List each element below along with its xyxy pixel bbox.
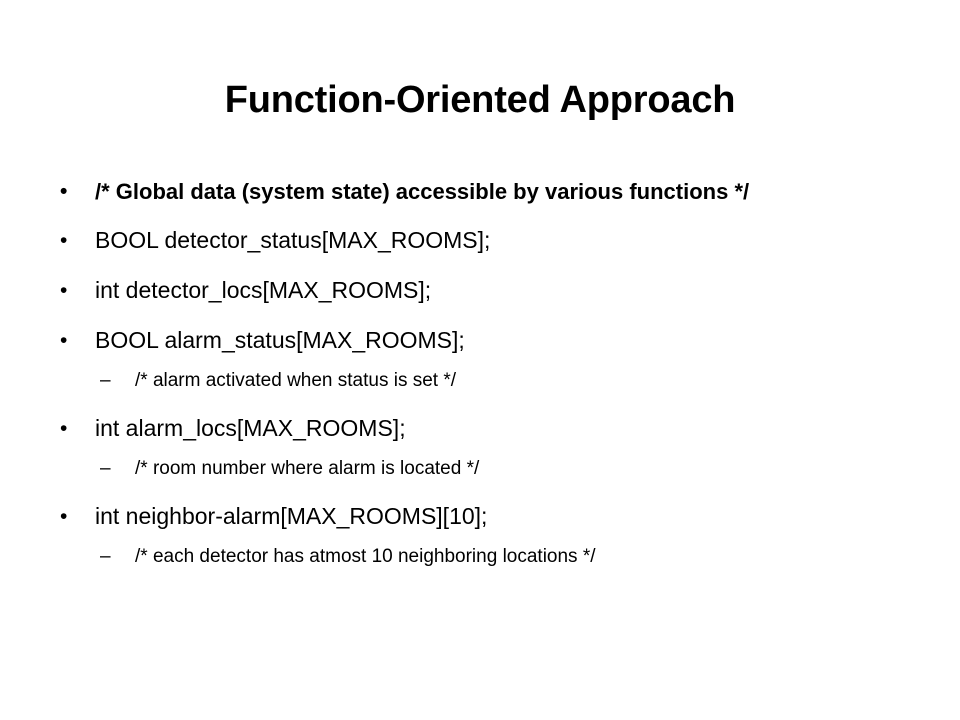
bullet-dot-icon: • <box>60 180 68 203</box>
bullet-item: • BOOL detector_status[MAX_ROOMS]; <box>60 225 880 256</box>
bullet-item: • int detector_locs[MAX_ROOMS]; <box>60 275 880 306</box>
sub-bullet-item: – /* room number where alarm is located … <box>60 457 880 481</box>
bullet-text: int alarm_locs[MAX_ROOMS]; <box>95 415 406 441</box>
bullet-text: int neighbor-alarm[MAX_ROOMS][10]; <box>95 503 488 529</box>
bullet-item: • int neighbor-alarm[MAX_ROOMS][10]; <box>60 501 880 532</box>
slide-title: Function-Oriented Approach <box>224 79 736 121</box>
dash-bullet-icon: – <box>100 546 111 567</box>
bullet-dot-icon: • <box>60 329 68 352</box>
sub-bullet-text: /* room number where alarm is located */ <box>135 458 480 479</box>
bullet-dot-icon: • <box>60 229 68 252</box>
bullet-text: /* Global data (system state) accessible… <box>95 179 750 204</box>
dash-bullet-icon: – <box>100 370 111 391</box>
bullet-item: • int alarm_locs[MAX_ROOMS]; <box>60 413 880 444</box>
sub-bullet-text: /* each detector has atmost 10 neighbori… <box>135 546 596 567</box>
sub-bullet-item: – /* alarm activated when status is set … <box>60 369 880 393</box>
bullet-item: • /* Global data (system state) accessib… <box>60 176 880 207</box>
bullet-text: BOOL detector_status[MAX_ROOMS]; <box>95 227 491 253</box>
bullet-dot-icon: • <box>60 417 68 440</box>
bullet-dot-icon: • <box>60 505 68 528</box>
bullet-dot-icon: • <box>60 279 68 302</box>
bullet-text: int detector_locs[MAX_ROOMS]; <box>95 277 432 303</box>
sub-bullet-item: – /* each detector has atmost 10 neighbo… <box>60 545 880 569</box>
dash-bullet-icon: – <box>100 458 111 479</box>
bullet-list: • /* Global data (system state) accessib… <box>60 176 880 589</box>
bullet-item: • BOOL alarm_status[MAX_ROOMS]; <box>60 325 880 356</box>
bullet-text: BOOL alarm_status[MAX_ROOMS]; <box>95 327 465 353</box>
sub-bullet-text: /* alarm activated when status is set */ <box>135 370 457 391</box>
